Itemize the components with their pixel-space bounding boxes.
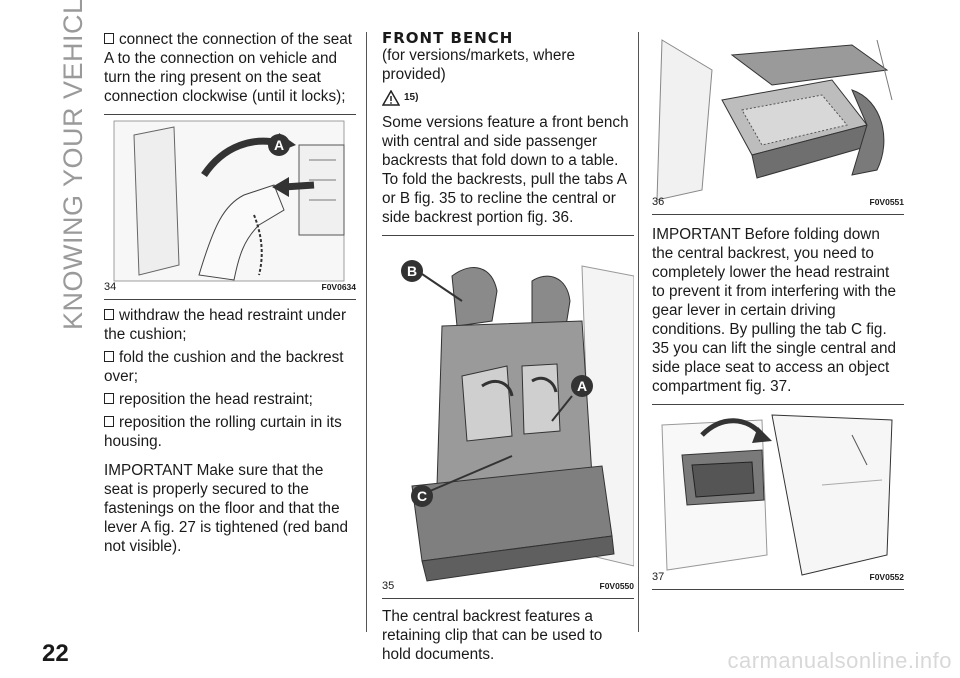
figure-number: 34 [104,281,117,293]
checkbox-bullet-icon [104,416,114,427]
section-heading: FRONT BENCH [382,29,514,47]
page-number: 22 [42,640,69,667]
object-compartment-illustration [661,414,893,576]
important-note: IMPORTANT Before folding down the centra… [652,226,897,395]
warning-reference: 15) [382,88,634,107]
checkbox-bullet-icon [104,33,114,44]
front-bench-illustration: B A C [382,242,634,582]
figure-code: F0V0552 [869,572,905,582]
figure-code: F0V0550 [599,581,635,591]
callout-b: B [407,263,417,279]
watermark: carmanualsonline.info [727,648,952,673]
section-title: KNOWING YOUR VEHICLE [58,0,88,330]
figure-35: B A C 35 F0V0550 [382,235,634,599]
checkbox-bullet-icon [104,393,114,404]
bullet-item: reposition the head restraint; [104,390,356,409]
figure-code: F0V0634 [321,282,357,292]
figure-code: F0V0551 [869,197,905,207]
column-3: 36 F0V0551 IMPORTANT Before folding down… [652,30,904,590]
figure-number: 35 [382,580,395,592]
figure-number: 36 [652,196,665,208]
column-2: FRONT BENCH (for versions/markets, where… [382,30,634,664]
warning-triangle-icon [382,89,400,106]
column-divider [366,32,367,632]
checkbox-bullet-icon [104,351,114,362]
column-1: connect the connection of the seat A to … [104,30,356,556]
figure-number: 37 [652,571,665,583]
figure-34: A 34 F0V0634 [104,114,356,300]
callout-c: C [417,488,427,504]
folded-backrest-table-illustration [656,39,893,201]
figure-37: 37 F0V0552 [652,404,904,590]
checkbox-bullet-icon [104,309,114,320]
bullet-item: connect the connection of the seat A to … [104,31,353,105]
important-note: IMPORTANT Make sure that the seat is pro… [104,462,349,555]
bullet-item: reposition the rolling curtain in its ho… [104,414,342,450]
bullet-item: withdraw the head restraint under the cu… [104,307,347,343]
bullet-item: fold the cushion and the backrest over; [104,349,344,385]
retaining-clip-text: The central backrest features a retainin… [382,608,603,663]
seat-connection-illustration: A [113,120,345,282]
column-divider [638,32,639,632]
callout-a: A [577,378,587,394]
figure-36: 36 F0V0551 [652,30,904,215]
front-bench-text: Some versions feature a front bench with… [382,114,629,226]
callout-a: A [274,137,284,153]
section-subheading: (for versions/markets, where provided) [382,47,575,83]
